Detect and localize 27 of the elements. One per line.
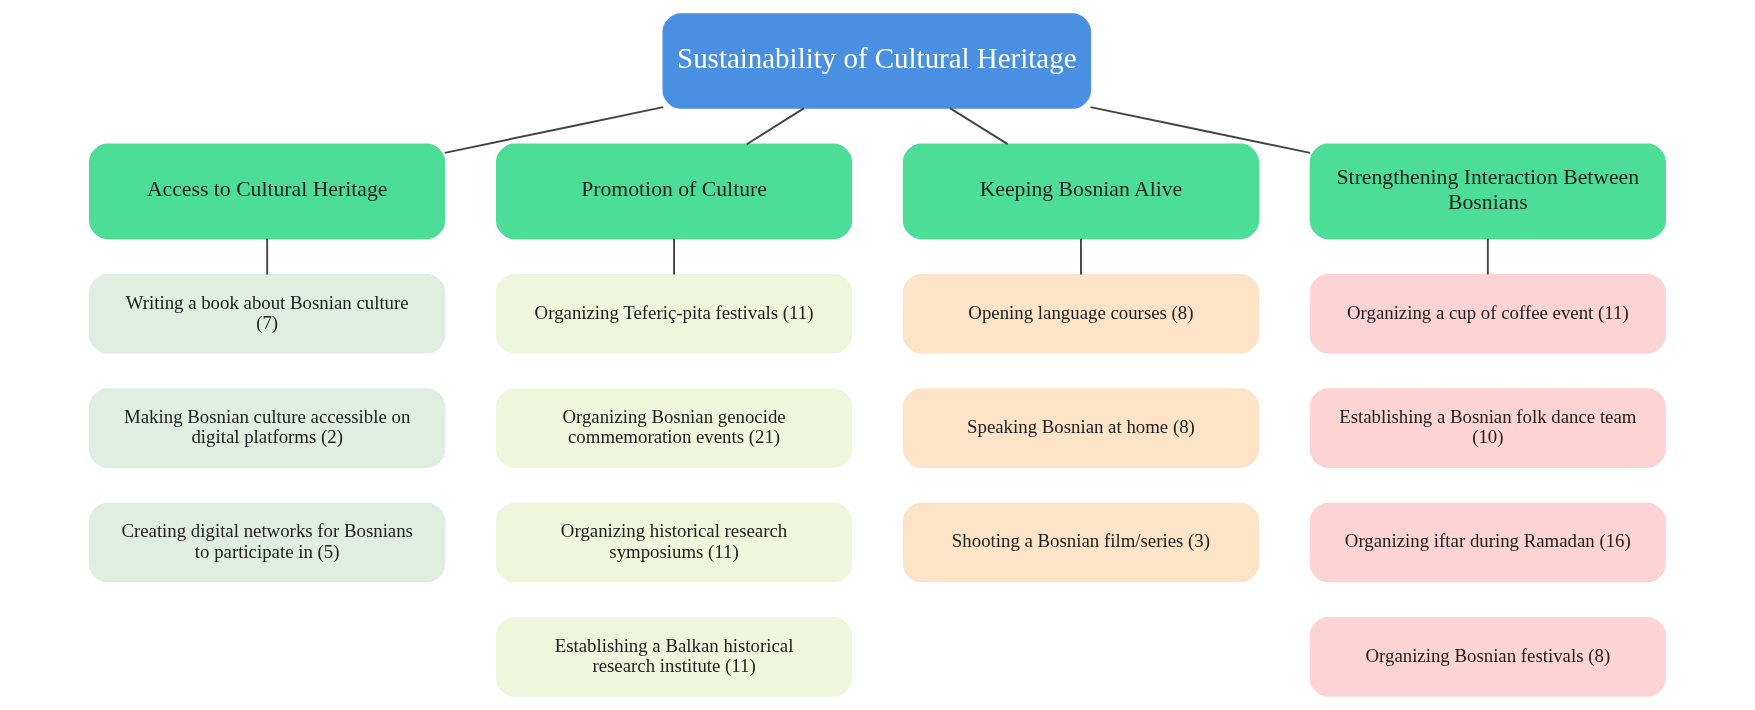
node-box: Making Bosnian culture accessible on digital platforms (2) [89,388,446,468]
node-box: Shooting a Bosnian film/series (3) [902,502,1260,583]
node-box: Establishing a Bosnian folk dance team (10) [1309,388,1666,468]
node-box: Creating digital networks for Bosnians to participate in (5) [89,502,446,583]
connector [1080,237,1082,276]
node-box: Organizing historical research symposiums (11) [495,502,853,583]
connector [948,107,1009,146]
node-box: Speaking Bosnian at home (8) [902,388,1260,468]
node-box: Sustainability of Cultural Heritage [662,13,1092,109]
node-box: Organizing a cup of coffee event (11) [1309,273,1666,354]
node-box: Organizing Bosnian genocide commemoration events (21) [495,388,853,468]
connector [673,237,675,276]
connector [745,107,806,146]
node-box: Organizing Teferiç-pita festivals (11) [495,273,853,354]
node-box: Promotion of Culture [495,143,853,240]
node-box: Organizing iftar during Ramadan (16) [1309,502,1666,583]
connector [443,106,665,154]
node-box: Access to Cultural Heritage [89,143,446,240]
connector [266,237,269,276]
node-box: Strengthening Interaction Between Bosnians [1309,143,1666,240]
connector [1089,106,1312,154]
connector [1486,237,1489,276]
node-box: Establishing a Balkan historical research institute (11) [495,617,853,697]
node-box: Organizing Bosnian festivals (8) [1309,617,1666,697]
node-box: Keeping Bosnian Alive [902,143,1260,240]
node-box: Writing a book about Bosnian culture (7) [89,273,446,354]
node-box: Opening language courses (8) [902,273,1260,354]
